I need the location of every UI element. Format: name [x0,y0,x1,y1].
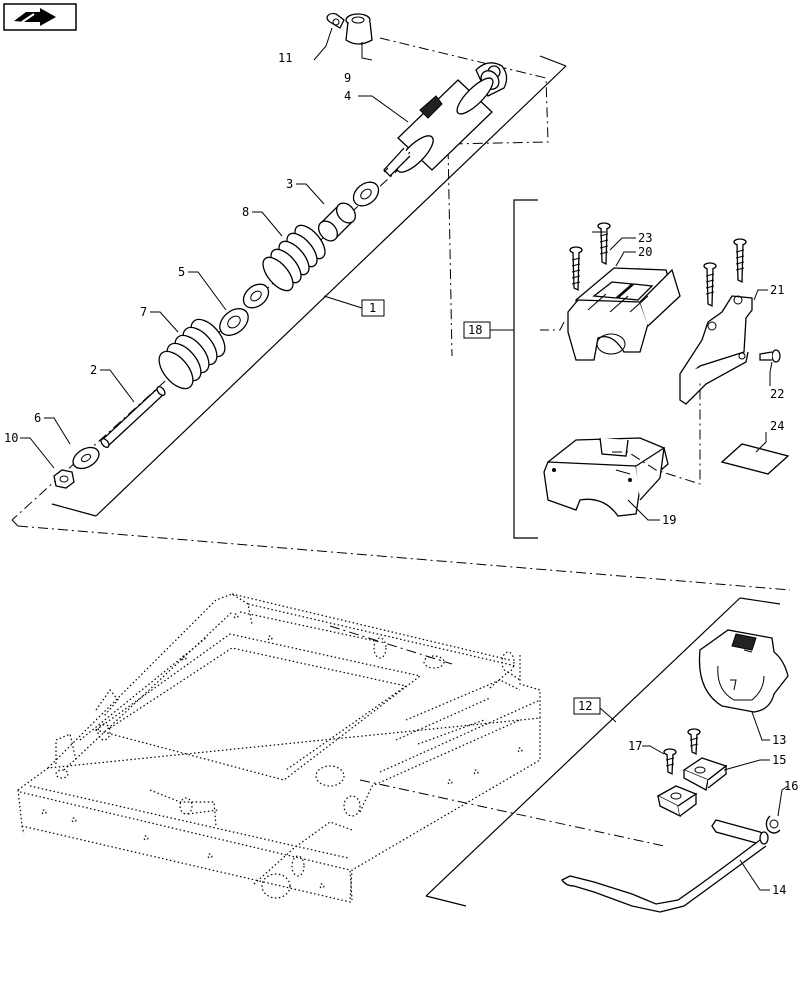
callout-21: 21 [770,283,784,297]
callout-7: 7 [140,305,147,319]
callout-6: 6 [34,411,41,425]
cover-connector-line [612,380,701,485]
leader-4 [358,95,409,123]
leader-8 [252,211,283,237]
callout-box-12 [573,697,601,715]
callout-23: 23 [638,231,652,245]
callout-9: 9 [344,71,351,85]
group-12-diagonal-line [425,597,741,897]
leader-3 [296,183,325,205]
group-1-diagonal-line [95,65,567,517]
callout-18: 18 [468,323,482,337]
leader-21 [753,289,768,301]
nut-part [53,469,75,489]
washer-top-part [352,181,380,207]
handle-block-part [656,785,698,818]
screw-handle-left-part [663,748,677,776]
callout-5: 5 [178,265,185,279]
callout-11: 11 [278,51,292,65]
handle-rod-part [561,819,770,913]
leader-22 [769,361,773,386]
screw-bracket-left-part [703,262,717,308]
callout-box-1 [361,299,385,317]
rod-part [100,386,166,448]
assembly-leader-to-frame [17,525,791,591]
handle-grip-part [698,629,789,713]
leader-11 [313,27,333,61]
frame-to-latch-line [359,779,665,847]
callout-13: 13 [772,733,786,747]
callout-19: 19 [662,513,676,527]
group-12-bottom-line [425,895,467,907]
screw-bracket-right-part [733,238,747,284]
leader-12 [599,707,617,723]
callout-12: 12 [578,699,592,713]
bushing-part [345,13,373,45]
screw-left-part [569,246,583,292]
leader-6 [44,417,71,445]
callout-20: 20 [638,245,652,259]
leader-2 [100,369,135,403]
latch-block-part [567,267,681,361]
latch-cover-part [543,437,669,517]
spacer-part [317,202,357,242]
shock-absorber-part [383,62,508,177]
callout-box-18 [463,321,491,339]
seat-frame-part [17,593,541,903]
callout-22: 22 [770,387,784,401]
callout-15: 15 [772,753,786,767]
callout-17: 17 [628,739,642,753]
callout-24: 24 [770,419,784,433]
callout-4: 4 [344,89,351,103]
washer-part [219,308,249,336]
callout-8: 8 [242,205,249,219]
callout-16: 16 [784,779,798,793]
callout-3: 3 [286,177,293,191]
leader-24 [755,432,767,453]
leader-7 [150,311,179,333]
leader-16 [777,785,789,817]
washer-lower-part [72,446,100,470]
spring-large-part [158,318,226,390]
screw-handle-right-part [687,728,701,756]
leader-1 [323,295,363,309]
leader-5 [188,271,227,311]
adhesive-pad-part [720,443,790,475]
next-page-arrow-icon[interactable] [3,3,77,31]
leader-23 [609,237,636,251]
group-18-bracket [513,199,538,539]
clip-part [326,12,345,29]
callout-1: 1 [369,301,376,315]
leader-20 [615,251,636,267]
handle-plate-part [682,757,728,791]
leader-19 [627,499,660,521]
leader-15 [723,759,770,771]
assembly-centerline [11,71,507,521]
group-12-top-line [739,597,781,605]
washer-upper-part [242,283,270,309]
spring-small-part [262,224,326,292]
bolt-part [759,349,781,363]
leader-14 [739,859,770,891]
callout-2: 2 [90,363,97,377]
leader-9 [361,42,373,61]
leader-17 [642,745,665,755]
callout-14: 14 [772,883,786,897]
retaining-clip-part [765,815,781,834]
group-1-bottom-line [51,503,97,517]
callout-10: 10 [4,431,18,445]
leader-10 [20,437,55,469]
leader-13 [751,711,770,741]
bushing-path-line [379,37,549,357]
group-1-top-line [539,55,567,67]
screw-right-part [597,222,611,266]
mounting-bracket-part [679,295,753,405]
